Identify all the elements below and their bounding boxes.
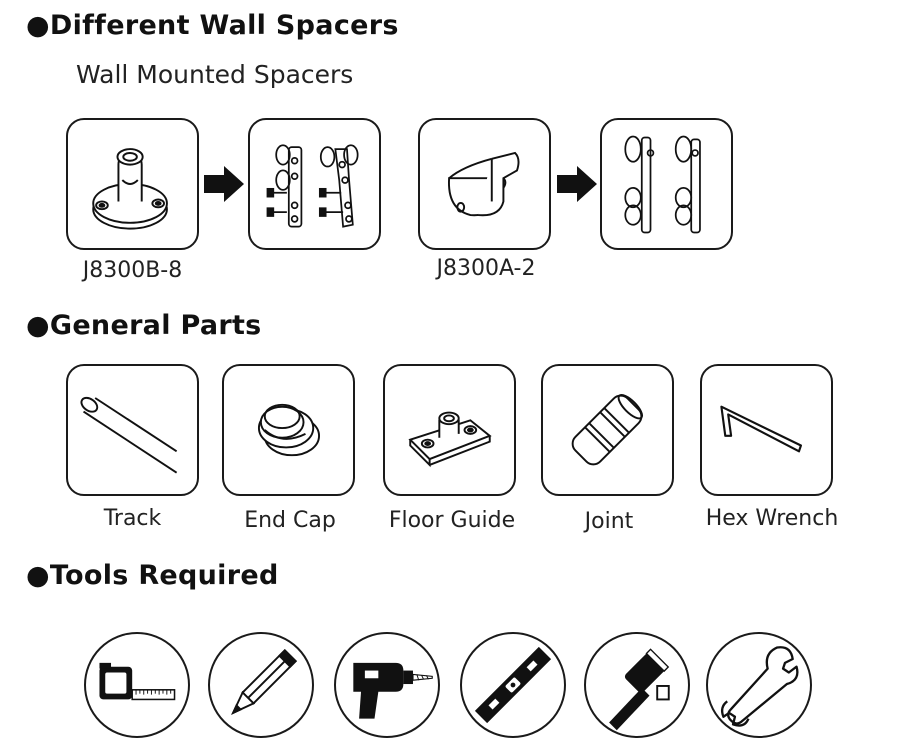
part-image-floor-guide — [383, 364, 516, 496]
product-code-j8300b-8: J8300B-8 — [82, 258, 183, 283]
spanner-icon — [720, 646, 799, 727]
straight-roller-hanger-pair-icon — [624, 135, 701, 234]
part-image-joint — [541, 364, 674, 496]
roller-hanger-pair-icon — [266, 144, 359, 228]
round-base-spacer-icon — [92, 148, 168, 230]
tool-drill — [334, 632, 440, 738]
section-title-wall-spacers: ●Different Wall Spacers — [26, 10, 399, 41]
section-subtitle-wall-mounted: Wall Mounted Spacers — [76, 60, 354, 89]
part-label-end-cap: End Cap — [244, 508, 336, 533]
tool-spanner — [706, 632, 812, 738]
part-image-hex-wrench — [700, 364, 833, 496]
floor-guide-icon — [408, 411, 492, 468]
tool-tape-measure — [84, 632, 190, 738]
part-image-track — [66, 364, 199, 496]
part-label-track: Track — [103, 506, 162, 531]
joint-icon — [571, 394, 644, 466]
hex-wrench-icon — [720, 405, 802, 453]
part-image-end-cap — [222, 364, 355, 496]
end-cap-icon — [257, 403, 321, 457]
rubber-mallet-icon — [609, 648, 670, 731]
pencil-icon — [231, 648, 298, 715]
product-image-j8300b-8 — [66, 118, 199, 250]
part-label-floor-guide: Floor Guide — [388, 508, 516, 533]
section-title-general-parts: ●General Parts — [26, 310, 262, 341]
track-tube-icon — [80, 396, 178, 474]
arrow-right-icon — [557, 166, 597, 202]
spirit-level-icon — [474, 646, 552, 724]
product-result-j8300a-2 — [600, 118, 733, 250]
tool-spirit-level — [460, 632, 566, 738]
product-image-j8300a-2 — [418, 118, 551, 250]
part-label-hex-wrench: Hex Wrench — [705, 506, 839, 531]
section-title-tools-required: ●Tools Required — [26, 560, 279, 591]
product-code-j8300a-2: J8300A-2 — [436, 256, 536, 281]
hook-bracket-spacer-icon — [448, 151, 520, 217]
tape-measure-icon — [99, 662, 176, 701]
tool-rubber-mallet — [584, 632, 690, 738]
part-label-joint: Joint — [584, 509, 634, 534]
drill-icon — [353, 662, 433, 719]
arrow-right-icon — [204, 166, 244, 202]
tool-pencil — [208, 632, 314, 738]
product-result-j8300b-8 — [248, 118, 381, 250]
